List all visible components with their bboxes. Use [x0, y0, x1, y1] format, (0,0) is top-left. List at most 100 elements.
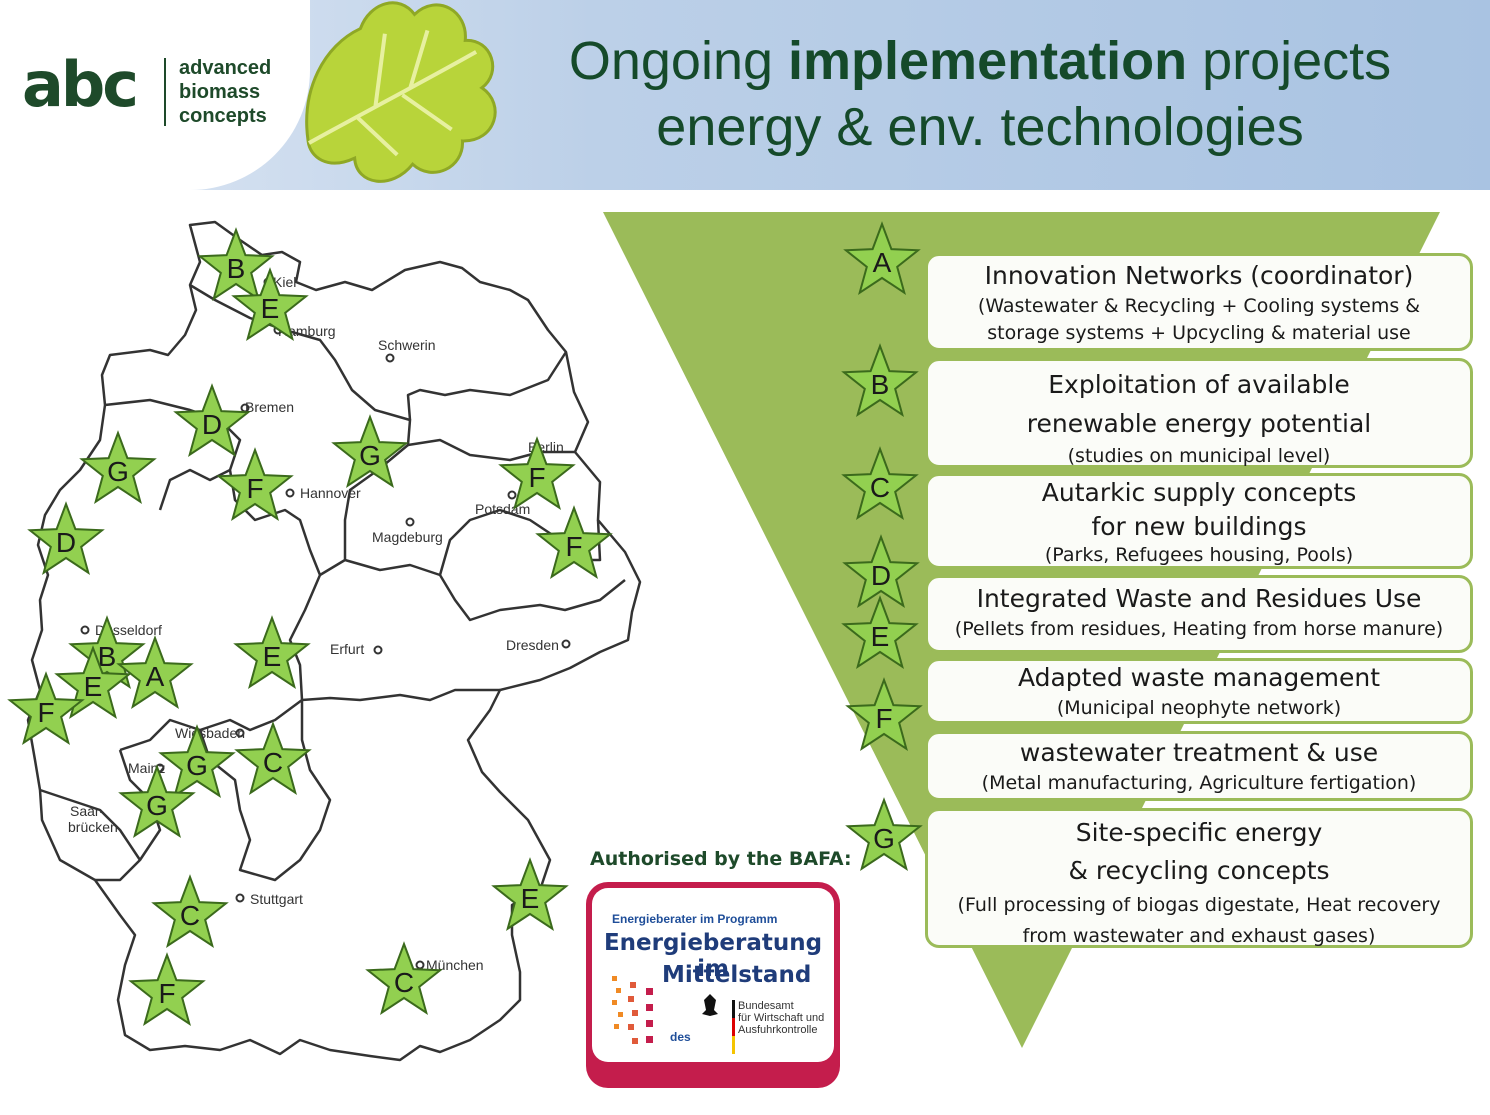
star-letter: G — [359, 440, 381, 471]
star-letter: C — [263, 747, 283, 778]
map-star: F — [535, 505, 613, 579]
star-letter: E — [261, 293, 280, 324]
bafa-agency-line: Bundesamt — [738, 1000, 794, 1012]
map-star: G — [118, 764, 196, 838]
legend-heading: Site-specific energy — [1075, 818, 1323, 847]
legend-box-f: Adapted waste management (Municipal neop… — [925, 658, 1473, 724]
map-star: F — [128, 952, 206, 1026]
title-prefix: Ongoing — [568, 31, 789, 91]
city-label: Dresden — [506, 637, 559, 653]
star-letter: D — [871, 560, 891, 591]
legend-star: B — [841, 343, 919, 417]
map-star: F — [7, 671, 85, 745]
star-letter: E — [871, 621, 890, 652]
city-label: Magdeburg — [372, 529, 443, 545]
star-letter: F — [875, 703, 892, 734]
map-star: E — [233, 615, 311, 689]
star-letter: F — [37, 697, 54, 728]
city-label: Hamburg — [278, 323, 336, 339]
legend-heading: Adapted waste management — [1017, 663, 1381, 692]
legend-detail: (Full processing of biogas digestate, He… — [957, 894, 1441, 916]
star-letter: C — [180, 900, 200, 931]
legend-star: G — [845, 797, 923, 871]
city-label: Bremen — [245, 399, 294, 415]
bafa-agency-line: für Wirtschaft und — [738, 1012, 825, 1024]
legend-detail: (Parks, Refugees housing, Pools) — [1044, 544, 1354, 566]
state-borders — [26, 220, 642, 1062]
legend-detail: (Metal manufacturing, Agriculture fertig… — [981, 772, 1417, 794]
legend-star: A — [843, 221, 921, 295]
map-star: F — [216, 447, 294, 521]
logo-word-biomass: biomass — [179, 81, 261, 103]
city-label: Erfurt — [330, 641, 364, 657]
legend-heading: Autarkic supply concepts — [1041, 478, 1357, 507]
map-star: C — [365, 941, 443, 1015]
bafa-title-line2: Mittelstand — [662, 962, 812, 988]
legend-box-c: Autarkic supply concepts for new buildin… — [925, 473, 1473, 569]
star-letter: F — [246, 473, 263, 504]
city-label: Saar- — [70, 803, 105, 819]
bafa-agency: Bundesamt für Wirtschaft und Ausfuhrkont… — [738, 1000, 838, 1036]
city-label: Schwerin — [378, 337, 436, 353]
map-star: D — [27, 501, 105, 575]
legend-detail: (studies on municipal level) — [1067, 445, 1331, 467]
legend-star: E — [841, 595, 919, 669]
star-letter: F — [565, 531, 582, 562]
legend-box-a: Innovation Networks (coordinator) (Waste… — [925, 253, 1473, 351]
legend-box-wastewater: wastewater treatment & use (Metal manufa… — [925, 731, 1473, 801]
star-letter: B — [227, 253, 246, 284]
star-letter: B — [871, 369, 890, 400]
star-letter: G — [873, 823, 895, 854]
star-letter: G — [107, 456, 129, 487]
legend-heading: Integrated Waste and Residues Use — [976, 584, 1422, 613]
logo-divider — [164, 58, 166, 126]
bafa-label: Authorised by the BAFA: — [590, 848, 852, 870]
star-letter: F — [528, 462, 545, 493]
legend-box-b: Exploitation of available renewable ener… — [925, 358, 1473, 468]
legend-detail: from wastewater and exhaust gases) — [1022, 925, 1376, 947]
star-letter: E — [84, 671, 103, 702]
bafa-des: des — [670, 1030, 691, 1044]
legend-detail: (Pellets from residues, Heating from hor… — [954, 618, 1444, 640]
map-star: B — [68, 615, 146, 689]
bafa-badge-inner: Energieberater im Programm Energieberatu… — [592, 888, 834, 1062]
city-label: München — [426, 957, 484, 973]
map-star: F — [498, 436, 576, 510]
legend-box-d: Integrated Waste and Residues Use (Pelle… — [925, 575, 1473, 653]
city-label: Stuttgart — [250, 891, 303, 907]
star-letter: D — [56, 527, 76, 558]
city-label: Hannover — [300, 485, 361, 501]
germany-map: Kiel Hamburg Schwerin Bremen Berlin Hann… — [7, 220, 642, 1062]
map-star: C — [151, 874, 229, 948]
bafa-title-line1: Energieberatung im — [603, 930, 823, 982]
bafa-agency-line: Ausfuhrkontrolle — [738, 1024, 818, 1036]
map-star: E — [491, 857, 569, 931]
logo-panel: abc advanced biomass concepts — [0, 0, 310, 190]
legend-box-g: Site-specific energy & recycling concept… — [925, 808, 1473, 948]
bafa-small-text: Energieberater im Programm — [612, 912, 778, 926]
map-star: D — [173, 383, 251, 457]
federal-eagle-icon — [702, 994, 735, 1054]
star-letter: C — [870, 472, 890, 503]
map-star: G — [158, 724, 236, 798]
map-star: B — [197, 227, 275, 301]
legend-heading: Exploitation of available — [1048, 370, 1350, 399]
legend-heading-2: renewable energy potential — [1026, 409, 1372, 438]
map-star: C — [234, 721, 312, 795]
legend-detail: storage systems + Upcycling & material u… — [987, 322, 1411, 344]
map-star: E — [231, 267, 309, 341]
star-letter: G — [186, 750, 208, 781]
legend-star: D — [842, 534, 920, 608]
logo-mark: abc — [22, 48, 139, 121]
bafa-badge: Energieberater im Programm Energieberatu… — [586, 882, 840, 1088]
legend-heading: Innovation Networks (coordinator) — [984, 261, 1414, 290]
star-letter: A — [146, 661, 165, 692]
star-letter: E — [263, 641, 282, 672]
star-letter: D — [202, 409, 222, 440]
star-letter: G — [146, 790, 168, 821]
bafa-dot-pattern-icon — [612, 976, 735, 1054]
city-label: brücken — [68, 819, 118, 835]
map-star: G — [79, 430, 157, 504]
